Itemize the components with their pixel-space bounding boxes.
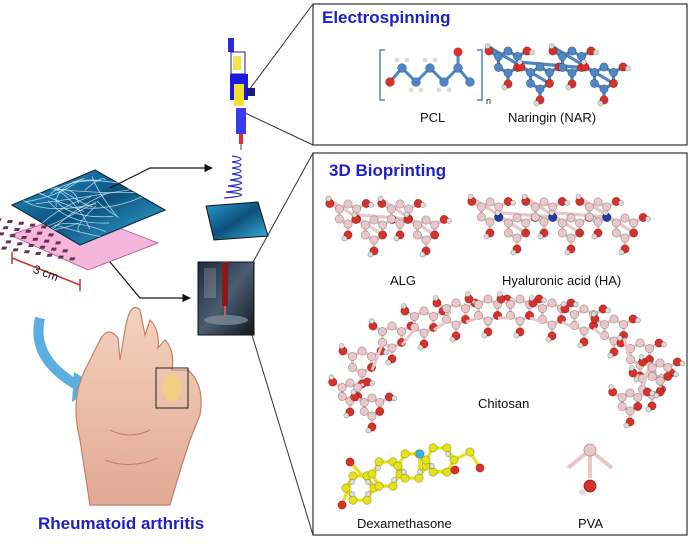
arrow-to-electrospinning bbox=[110, 168, 212, 188]
chitosan-label: Chitosan bbox=[478, 396, 529, 411]
naringin-label: Naringin (NAR) bbox=[508, 110, 596, 125]
bioprinting-title: 3D Bioprinting bbox=[329, 161, 446, 181]
dexamethasone-label: Dexamethasone bbox=[357, 516, 452, 531]
pva-label: PVA bbox=[578, 516, 603, 531]
alg-label: ALG bbox=[390, 273, 416, 288]
collector-mat bbox=[206, 202, 268, 240]
electrospinning-device bbox=[224, 38, 255, 198]
zoom-line-bio-bottom bbox=[252, 335, 313, 535]
ha-label: Hyaluronic acid (HA) bbox=[502, 273, 621, 288]
zoom-line-top bbox=[243, 4, 313, 98]
zoom-line-bio-top bbox=[252, 153, 313, 264]
pcl-label: PCL bbox=[420, 110, 445, 125]
pcl-subscript: n bbox=[486, 96, 491, 106]
bioprinting-photo bbox=[198, 262, 254, 335]
disease-label: Rheumatoid arthritis bbox=[38, 514, 204, 534]
zoom-line-bottom bbox=[243, 112, 313, 145]
hand-illustration bbox=[76, 308, 201, 506]
layered-scaffold bbox=[0, 170, 165, 291]
electrospinning-title: Electrospinning bbox=[322, 8, 450, 28]
arrow-to-bioprinting bbox=[110, 262, 190, 298]
